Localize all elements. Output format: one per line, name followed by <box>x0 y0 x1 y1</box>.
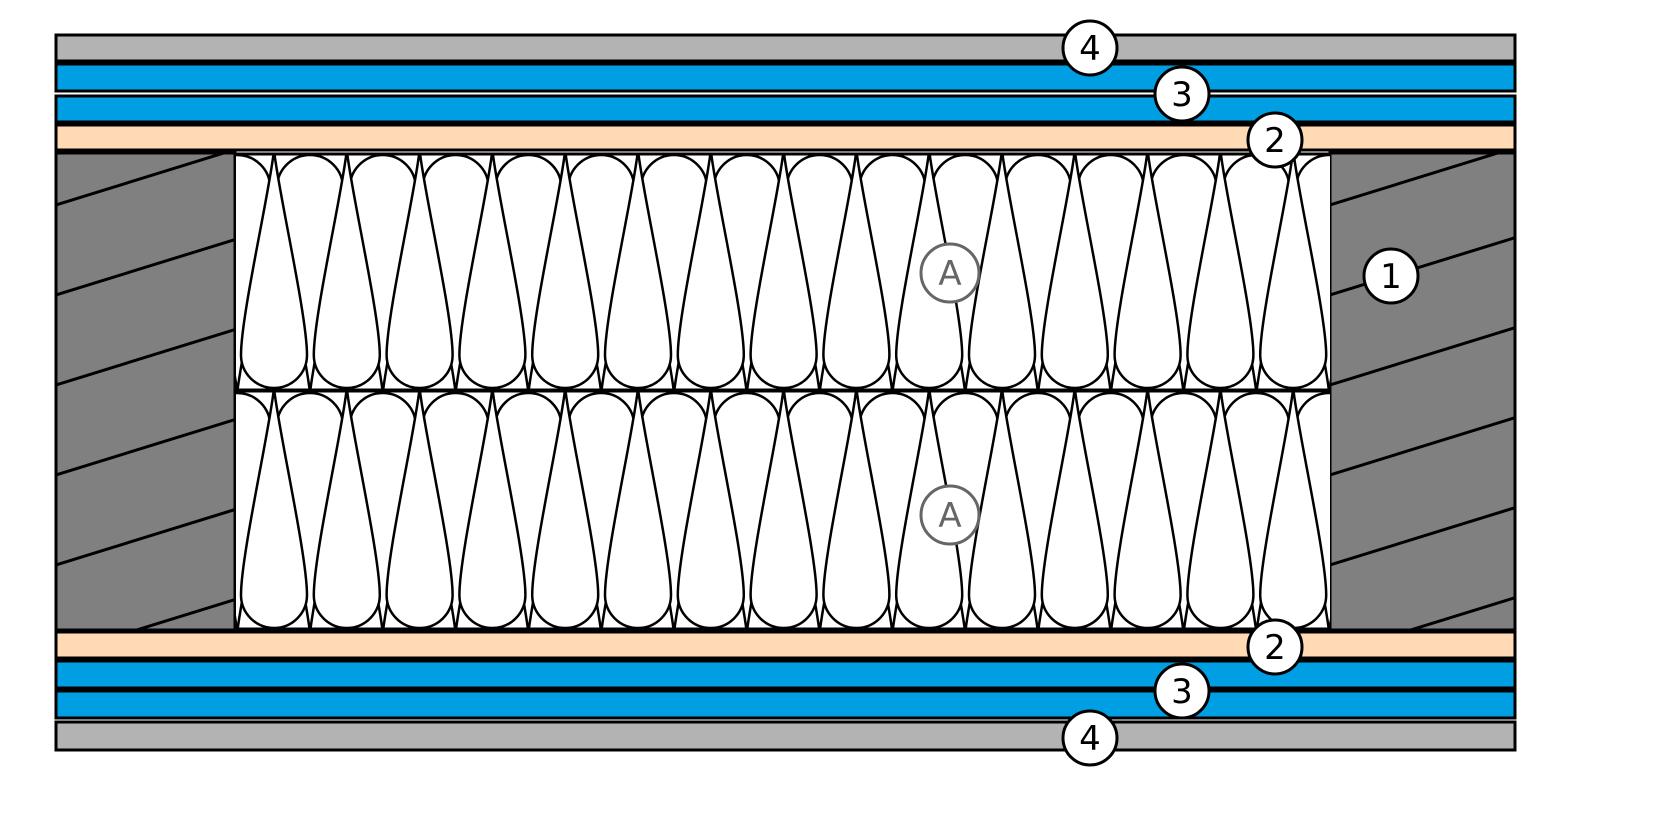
insulation-lobe <box>1258 154 1328 389</box>
stud-grain-right <box>1330 153 1515 630</box>
wood-grain-line <box>56 417 235 477</box>
insulation-lobe <box>239 154 309 389</box>
label-text: A <box>938 254 961 294</box>
wood-grain-line <box>1330 236 1515 297</box>
insulation-lobe <box>676 392 746 629</box>
label-blue-top: 3 <box>1153 65 1211 123</box>
outer-board-top <box>54 33 1517 63</box>
insulation-lobe <box>530 392 600 629</box>
stud-right <box>1328 151 1517 632</box>
insulation-lobe <box>312 154 382 389</box>
stud-grain-left <box>56 153 235 630</box>
insulation-lobe <box>822 392 891 629</box>
insulation-lobe <box>458 392 527 629</box>
insulation-lobe <box>1113 392 1182 629</box>
wood-grain-line <box>1405 596 1515 630</box>
insulation-lobe <box>385 392 454 629</box>
insulation-lobe <box>1186 392 1255 629</box>
insulation-pattern-lower <box>236 392 1330 629</box>
wood-grain-line <box>56 327 235 387</box>
label-text: 3 <box>1171 672 1193 712</box>
label-text: 2 <box>1264 121 1286 161</box>
wood-grain-line <box>56 153 229 207</box>
insulation-lobe <box>239 392 309 629</box>
insulation-lobe <box>1186 154 1255 389</box>
wood-grain-line <box>1330 326 1515 387</box>
insulation-lobe <box>603 154 673 389</box>
wood-grain-line <box>56 237 235 297</box>
insulation-lobe <box>603 392 673 629</box>
insulation-lobe <box>1040 154 1110 389</box>
insulation-lobe <box>967 392 1037 629</box>
label-timber-top: 2 <box>1246 111 1304 169</box>
label-text: 4 <box>1079 29 1101 69</box>
blue-board-top-2 <box>54 94 1517 124</box>
label-blue-bottom: 3 <box>1153 662 1211 720</box>
insulation-lobe <box>1113 154 1182 389</box>
label-text: 3 <box>1171 75 1193 115</box>
insulation-pattern-upper <box>236 154 1330 389</box>
blue-board-top-1 <box>54 62 1517 93</box>
insulation-lobe <box>822 154 891 389</box>
insulation-lobe <box>749 392 818 629</box>
label-insulation-upper: A <box>919 242 981 304</box>
label-stud: 1 <box>1362 247 1420 305</box>
label-timber-bottom: 2 <box>1246 618 1304 676</box>
label-text: 4 <box>1079 719 1101 759</box>
label-text: 2 <box>1264 628 1286 668</box>
label-text: 1 <box>1380 257 1402 297</box>
outer-board-bottom <box>54 720 1517 752</box>
stud-left <box>54 151 237 632</box>
label-outer-top: 4 <box>1061 19 1119 77</box>
blue-board-bottom-2 <box>54 689 1517 720</box>
wood-grain-line <box>1330 416 1515 477</box>
insulation-lobe <box>749 154 818 389</box>
insulation-lobe <box>1040 392 1110 629</box>
wood-grain-line <box>56 507 235 567</box>
insulation-lobe <box>312 392 382 629</box>
insulation-lobe <box>385 154 454 389</box>
label-insulation-lower: A <box>919 484 981 546</box>
insulation-lobe <box>676 154 746 389</box>
insulation-lobe <box>967 154 1037 389</box>
wood-grain-line <box>1330 153 1503 207</box>
wood-grain-line <box>1330 506 1515 567</box>
insulation-lobe <box>530 154 600 389</box>
insulation-lobe <box>458 154 527 389</box>
label-outer-bottom: 4 <box>1061 709 1119 767</box>
label-text: A <box>938 496 961 536</box>
wood-grain-line <box>131 597 235 630</box>
